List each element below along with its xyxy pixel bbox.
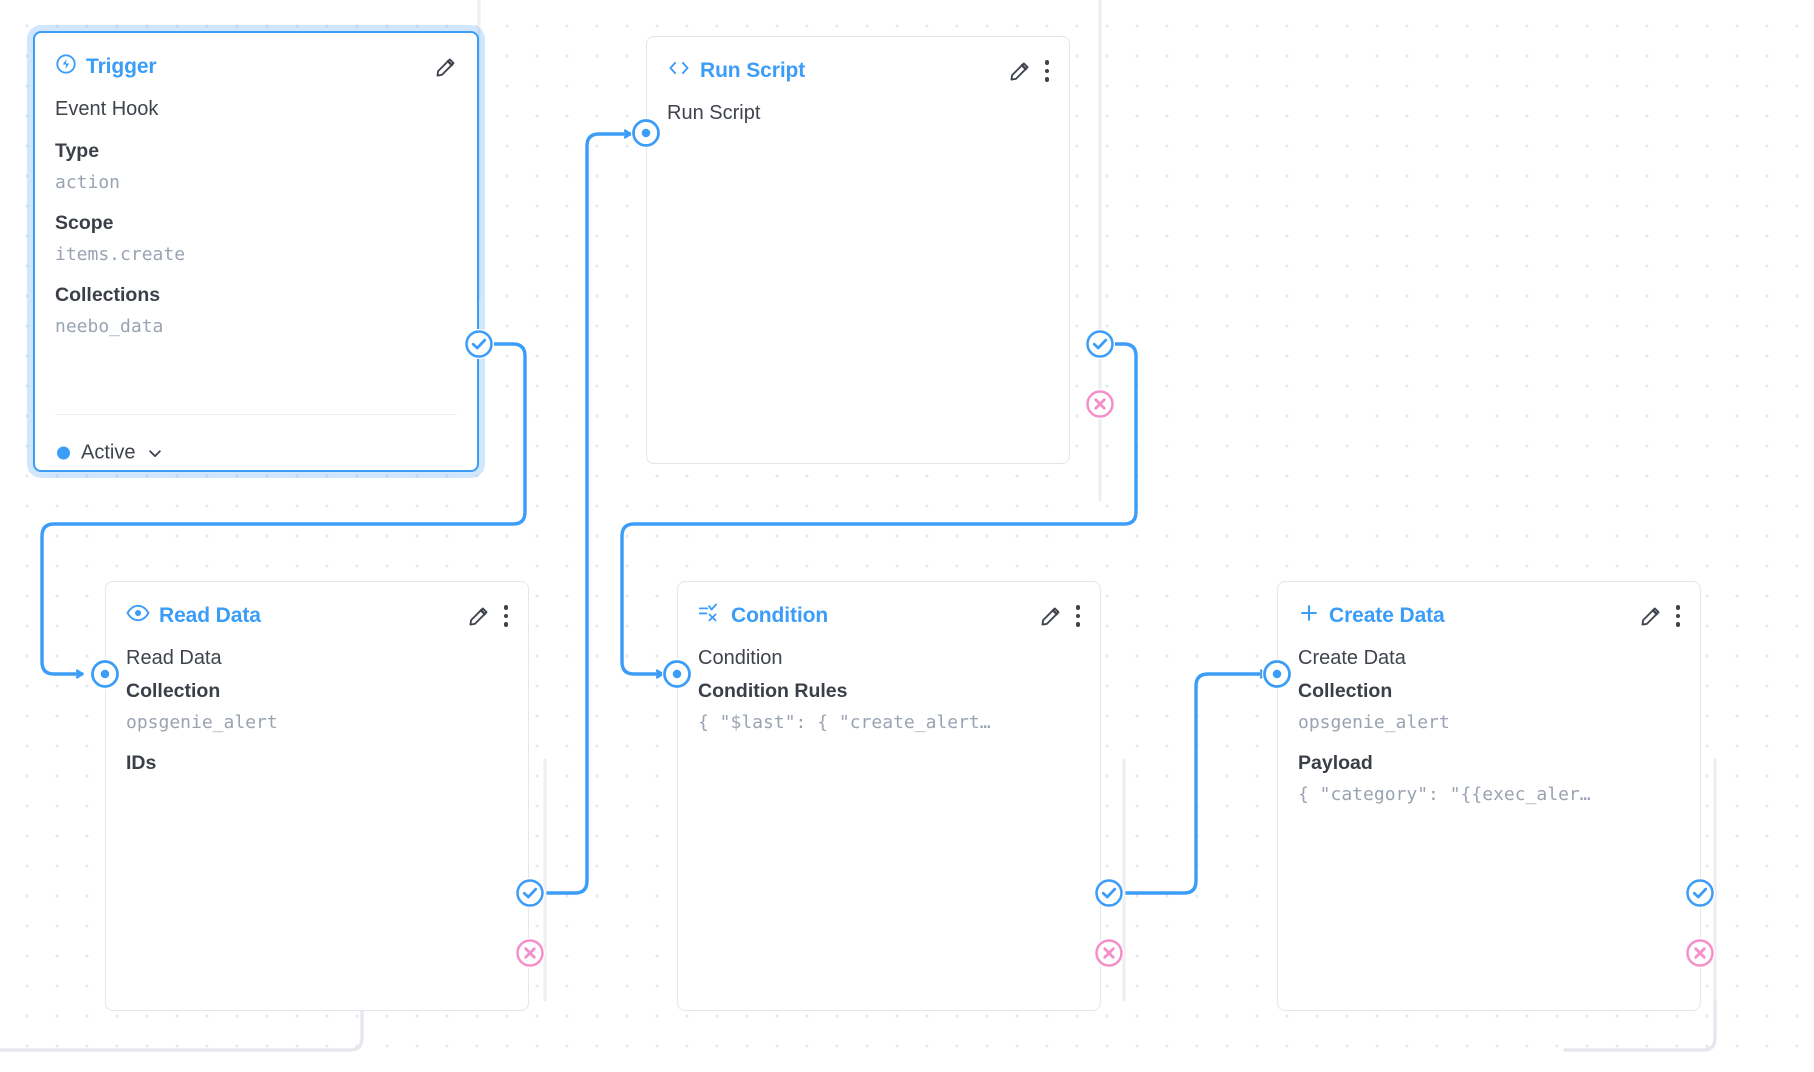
more-vertical-icon[interactable]: [503, 605, 508, 627]
node-row-label: Run Script: [667, 102, 761, 124]
field-label-collection: Collection: [126, 680, 221, 702]
node-title-label: Create Data: [1329, 604, 1445, 627]
node-title-label: Condition: [731, 604, 829, 627]
node-trigger[interactable]: Trigger Event Hook Type action Scope ite…: [33, 31, 479, 472]
node-create-data[interactable]: Create Data Create Data Collection opsge…: [1277, 581, 1701, 1011]
eye-icon: [126, 603, 150, 629]
edit-icon[interactable]: [467, 605, 490, 628]
node-body: Create Data Collection opsgenie_alert Pa…: [1278, 632, 1700, 810]
node-body: Condition Condition Rules { "$last": { "…: [678, 632, 1100, 738]
create-data-success-port[interactable]: [1685, 878, 1715, 908]
field-label-condition-rules: Condition Rules: [698, 680, 848, 702]
node-actions: [1039, 605, 1080, 628]
node-title-read-data: Read Data: [126, 603, 261, 629]
field-value-scope: items.create: [55, 244, 186, 265]
read-data-input-port[interactable]: [90, 659, 120, 689]
node-title-label: Trigger: [86, 55, 157, 78]
plus-icon: [1298, 602, 1320, 630]
trigger-success-port[interactable]: [464, 329, 494, 359]
bolt-circle-icon: [55, 53, 77, 81]
run-script-success-port[interactable]: [1085, 329, 1115, 359]
node-actions: [434, 56, 457, 79]
node-body: Event Hook Type action Scope items.creat…: [35, 83, 477, 342]
wire-trigger-to-read-data: [40, 342, 527, 674]
node-body: Run Script: [647, 87, 1069, 130]
node-header: Trigger: [35, 33, 477, 83]
edit-icon[interactable]: [434, 56, 457, 79]
field-label-payload: Payload: [1298, 752, 1373, 774]
condition-icon: [698, 603, 722, 629]
condition-success-port[interactable]: [1094, 878, 1124, 908]
wire-run-script-to-condition: [620, 342, 1138, 674]
node-header: Read Data: [106, 582, 528, 632]
wire-idle-stub-right: [1563, 891, 1717, 1052]
node-title-run-script: Run Script: [667, 58, 805, 84]
more-vertical-icon[interactable]: [1044, 60, 1049, 82]
field-label-collections: Collections: [55, 284, 161, 306]
condition-error-port[interactable]: [1094, 938, 1124, 968]
node-header: Run Script: [647, 37, 1069, 87]
field-label-collection: Collection: [1298, 680, 1393, 702]
node-actions: [467, 605, 508, 628]
node-title-create-data: Create Data: [1298, 602, 1445, 630]
chevron-down-icon[interactable]: [146, 444, 164, 462]
node-body: Read Data Collection opsgenie_alert IDs: [106, 632, 528, 779]
code-brackets-icon: [667, 58, 691, 84]
node-row-label: Condition: [698, 647, 783, 669]
divider: [55, 414, 457, 415]
wire-idle-stub-left: [0, 891, 364, 1052]
node-row-label: Read Data: [126, 647, 222, 669]
node-title-label: Run Script: [700, 59, 806, 82]
field-value-collection: opsgenie_alert: [1298, 712, 1450, 733]
node-actions: [1639, 605, 1680, 628]
node-condition[interactable]: Condition Condition Condition Rules { "$…: [677, 581, 1101, 1011]
node-title-trigger: Trigger: [55, 53, 157, 81]
edit-icon[interactable]: [1639, 605, 1662, 628]
read-data-error-port[interactable]: [515, 938, 545, 968]
status-dot-icon: [57, 446, 70, 460]
create-data-input-port[interactable]: [1262, 659, 1292, 689]
condition-input-port[interactable]: [662, 659, 692, 689]
status-badge[interactable]: Active: [57, 442, 164, 465]
run-script-input-port[interactable]: [631, 118, 661, 148]
node-title-condition: Condition: [698, 603, 828, 629]
wire-read-data-to-run-script: [543, 134, 632, 895]
status-label: Active: [81, 441, 136, 464]
edit-icon[interactable]: [1039, 605, 1062, 628]
field-value-condition-rules: { "$last": { "create_alert…: [698, 712, 991, 733]
node-actions: [1008, 60, 1049, 83]
field-label-type: Type: [55, 140, 100, 162]
field-value-type: action: [55, 172, 121, 193]
edit-icon[interactable]: [1008, 60, 1031, 83]
node-row-label: Event Hook: [55, 98, 159, 120]
more-vertical-icon[interactable]: [1075, 605, 1080, 627]
field-value-collections: neebo_data: [55, 316, 164, 337]
read-data-success-port[interactable]: [515, 878, 545, 908]
node-run-script[interactable]: Run Script Run Script: [646, 36, 1070, 464]
field-label-scope: Scope: [55, 212, 114, 234]
field-value-collection: opsgenie_alert: [126, 712, 278, 733]
node-header: Create Data: [1278, 582, 1700, 632]
node-title-label: Read Data: [159, 604, 261, 627]
node-header: Condition: [678, 582, 1100, 632]
node-row-label: Create Data: [1298, 647, 1406, 669]
create-data-error-port[interactable]: [1685, 938, 1715, 968]
field-label-ids: IDs: [126, 752, 157, 774]
more-vertical-icon[interactable]: [1675, 605, 1680, 627]
node-read-data[interactable]: Read Data Read Data Collection opsgenie_…: [105, 581, 529, 1011]
field-value-payload: { "category": "{{exec_aler…: [1298, 784, 1591, 805]
run-script-error-port[interactable]: [1085, 389, 1115, 419]
wire-condition-to-create-data: [1122, 674, 1268, 895]
